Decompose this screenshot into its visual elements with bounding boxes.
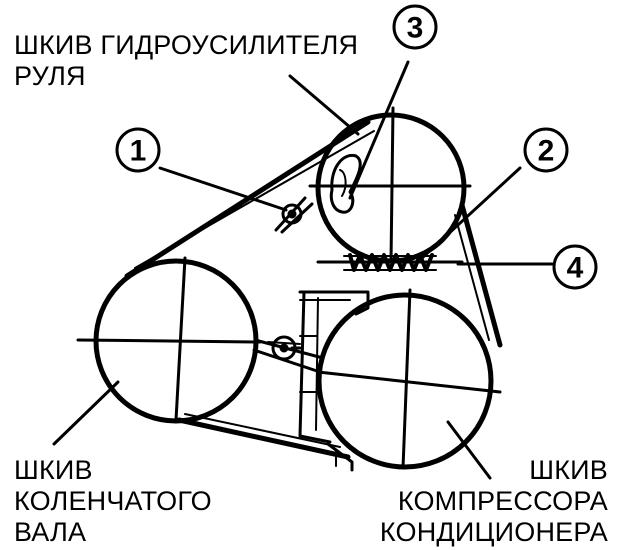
- compressor-bracket: [290, 290, 370, 472]
- callout-2-number: 2: [538, 135, 555, 168]
- power-steering-pulley-label: ШКИВ ГИДРОУСИЛИТЕЛЯ РУЛЯ: [14, 30, 358, 92]
- label-line: КОМПРЕССОРА: [397, 486, 608, 516]
- callout-1-circle: [115, 127, 161, 173]
- callout-4-circle: [552, 244, 598, 290]
- crankshaft-pulley-label: ШКИВ КОЛЕНЧАТОГО ВАЛА: [14, 455, 212, 548]
- idler-pulley: [274, 196, 314, 234]
- label-line: ШКИВ ГИДРОУСИЛИТЕЛЯ: [14, 30, 359, 60]
- label-line: ШКИВ: [14, 455, 93, 485]
- ac-compressor-pulley-label: ШКИВ КОМПРЕССОРА КОНДИЦИОНЕРА: [380, 455, 608, 548]
- label-line: КОНДИЦИОНЕРА: [379, 517, 608, 547]
- ac-compressor-pulley: [316, 288, 502, 470]
- callout-4-number: 4: [567, 252, 584, 285]
- power-steering-pulley: [308, 106, 472, 264]
- callout-3-circle: [392, 4, 438, 50]
- crankshaft-pulley: [76, 256, 262, 424]
- label-line: ШКИВ: [529, 455, 608, 485]
- label-line: ВАЛА: [14, 517, 87, 547]
- pivot-bolt: [267, 335, 301, 361]
- callout-circles: [115, 4, 598, 290]
- label-line: РУЛЯ: [14, 61, 86, 91]
- label-line: КОЛЕНЧАТОГО: [14, 486, 212, 516]
- callout-3-number: 3: [407, 12, 424, 45]
- leader-lines: [52, 60, 554, 480]
- callout-1-number: 1: [130, 135, 147, 168]
- tension-spring: [316, 253, 464, 272]
- callout-2-circle: [523, 127, 569, 173]
